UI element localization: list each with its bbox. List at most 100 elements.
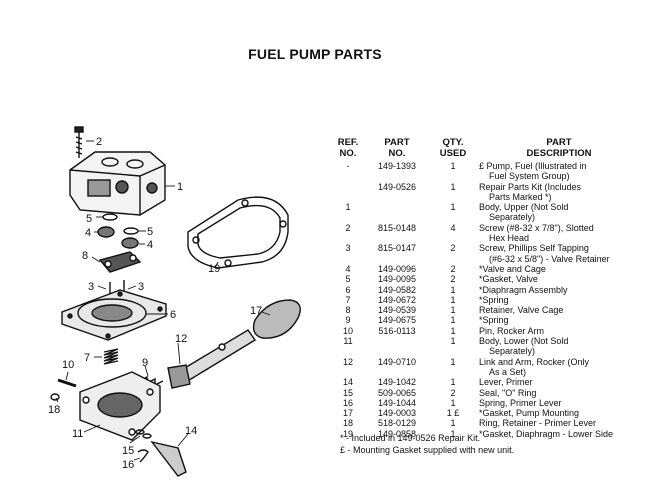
screw-part (74, 126, 84, 158)
ref-cell: 14 (342, 377, 353, 388)
callout-label: 12 (175, 333, 187, 345)
description-cell: *Gasket, Diaphragm - Lower Side (473, 429, 645, 439)
ref-cell: 3 (345, 243, 351, 254)
ref-cell: 12 (342, 356, 353, 367)
description-text: Body, Lower (Not Sold (479, 336, 569, 347)
description-cell: *Spring (473, 315, 645, 325)
description-text: Repair Parts Kit (Includes (479, 181, 582, 192)
qty-cell: 1 (450, 315, 456, 326)
description-cell: *Gasket, Pump Mounting (473, 408, 645, 418)
table-row: 7 149-0672 1 *Spring (335, 295, 645, 305)
description-cell: Ring, Retainer - Primer Lever (473, 418, 645, 428)
description-cell: *Valve and Cage (473, 264, 645, 274)
ref-cell: - (346, 161, 350, 171)
part-no-cell: 149-0675 (377, 315, 417, 326)
part-no-cell: 149-0672 (377, 294, 417, 305)
description-text: *Spring (479, 294, 509, 305)
lower-body-part (79, 371, 161, 441)
description-continuation: Separately) (489, 212, 536, 223)
part-no-cell: 149-1393 (377, 161, 417, 171)
qty-cell: 1 (450, 325, 456, 336)
description-text: Retainer, Valve Cage (479, 305, 564, 316)
description-cell: Retainer, Valve Cage (473, 305, 645, 315)
callout-label: 15 (122, 445, 134, 457)
callout-label: 5 (86, 213, 92, 225)
description-cell: Spring, Primer Lever (473, 398, 645, 408)
part-no-cell: 149-0858 (377, 428, 417, 439)
ref-cell: 1 (345, 202, 351, 213)
callout-label: 18 (48, 404, 60, 416)
description-text: Body, Upper (Not Sold (479, 202, 569, 213)
callout-label: 3 (138, 281, 144, 293)
qty-cell: 2 (450, 243, 456, 254)
callout-label: 17 (250, 305, 262, 317)
qty-cell: 1 (450, 377, 456, 388)
description-text: Screw, Phillips Self Tapping (479, 243, 589, 254)
description-continuation: Parts Marked *) (489, 191, 552, 202)
ref-cell: 7 (345, 294, 351, 305)
part-no-cell (361, 336, 433, 357)
callout-label: 2 (96, 136, 102, 148)
qty-cell: 1 (450, 305, 456, 316)
diaphragm-gasket-part (187, 196, 289, 269)
description-text: Lever, Primer (479, 377, 533, 388)
description-text: *Gasket, Valve (479, 274, 538, 285)
description-text: *Spring (479, 315, 509, 326)
description-cell: *Spring (473, 295, 645, 305)
callout-label: 9 (142, 357, 148, 369)
header-used: USED (439, 147, 467, 159)
part-no-cell: 149-1042 (377, 377, 417, 388)
callout-label: 19 (208, 263, 220, 275)
qty-cell: 1 (450, 294, 456, 305)
description-cell: *Gasket, Valve (473, 274, 645, 284)
ref-cell: 19 (342, 428, 353, 439)
header-part-desc: PART (546, 137, 572, 148)
ref-cell: 5 (345, 274, 351, 285)
callout-label: 1 (177, 181, 183, 193)
part-no-cell: 509-0065 (377, 387, 417, 398)
callout-label: 8 (82, 250, 88, 262)
table-row: 14 149-1042 1 Lever, Primer (335, 377, 645, 387)
part-no-cell: 149-0526 (377, 181, 417, 192)
description-continuation: Separately) (489, 346, 536, 357)
footnote: £ - Mounting Gasket supplied with new un… (340, 445, 515, 455)
qty-cell: 1 (450, 202, 456, 213)
description-cell: Pin, Rocker Arm (473, 326, 645, 336)
callout-label: 4 (85, 227, 91, 239)
diaphragm-assembly-part (61, 289, 167, 341)
description-text: Pin, Rocker Arm (479, 325, 545, 336)
ref-cell: 8 (345, 305, 351, 316)
qty-cell: 1 (450, 181, 456, 192)
part-no-cell: 149-0582 (377, 284, 417, 295)
description-cell: Seal, "O" Ring (473, 388, 645, 398)
description-text: Screw (#8-32 x 7/8"), Slotted (479, 222, 594, 233)
description-text: *Gasket, Diaphragm - Lower Side (479, 428, 614, 439)
part-no-cell: 149-1044 (377, 397, 417, 408)
ref-cell: 6 (345, 284, 351, 295)
part-no-cell: 149-0710 (377, 356, 417, 367)
part-no-cell (361, 202, 433, 223)
qty-cell: 1 £ (446, 408, 460, 419)
qty-cell: 1 (450, 397, 456, 408)
ref-cell: 15 (342, 387, 353, 398)
description-text: Seal, "O" Ring (479, 387, 537, 398)
